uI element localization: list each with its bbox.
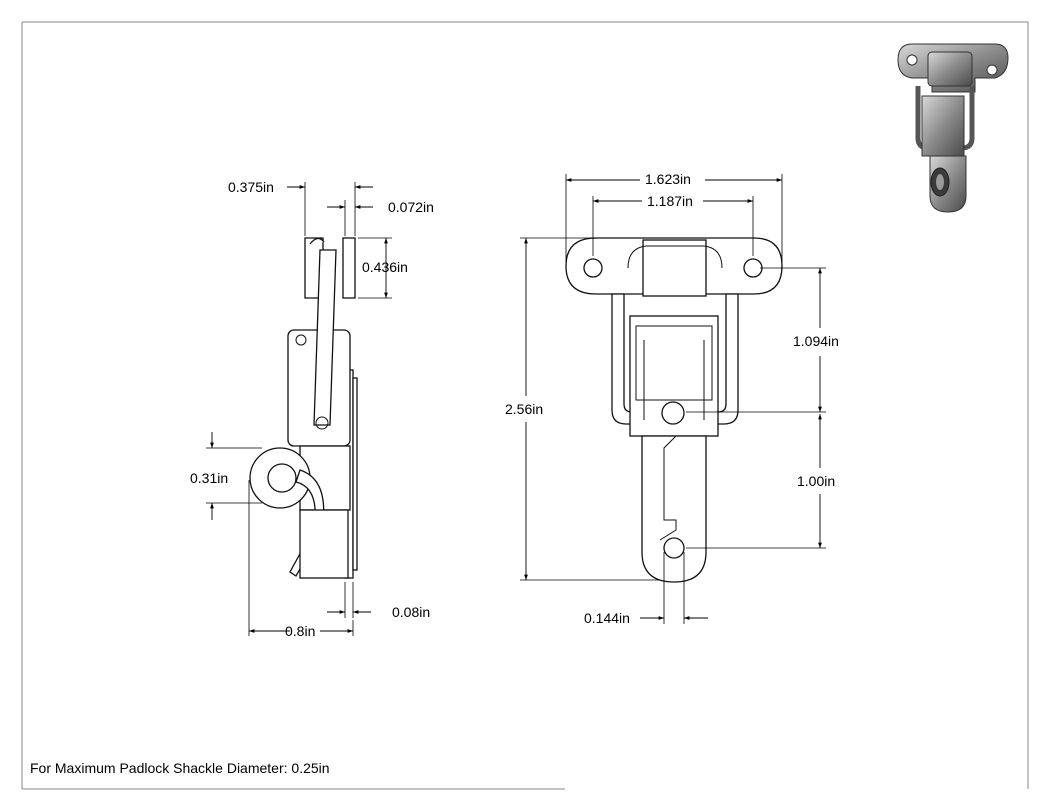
dim-side-depth: 0.8in: [285, 623, 315, 639]
border-frame: [21, 21, 1029, 790]
dim-overall-height: 2.56in: [505, 401, 543, 417]
dim-side-tab-height: 0.436in: [362, 259, 408, 275]
dim-hole-spacing: 1.187in: [647, 193, 693, 209]
side-dimensions: 0.375in 0.072in 0.436in 0.31in 0.08in 0.…: [190, 179, 434, 639]
dim-shackle-diameter: 0.31in: [190, 470, 228, 486]
side-view: [249, 237, 358, 579]
dim-overall-width: 1.623in: [645, 171, 691, 187]
dim-upper-spacing: 1.094in: [793, 333, 839, 349]
dim-side-width: 0.375in: [228, 179, 274, 195]
dim-base-thickness: 0.08in: [392, 604, 430, 620]
front-view: [565, 237, 783, 583]
dim-side-thickness: 0.072in: [388, 199, 434, 215]
dim-lower-spacing: 1.00in: [797, 473, 835, 489]
padlock-note: For Maximum Padlock Shackle Diameter: 0.…: [30, 760, 330, 776]
isometric-render: [897, 43, 1009, 213]
front-dimensions: 1.623in 1.187in 2.56in 1.094in 1.00in 0.…: [505, 171, 839, 626]
dim-hole-diameter: 0.144in: [584, 610, 630, 626]
